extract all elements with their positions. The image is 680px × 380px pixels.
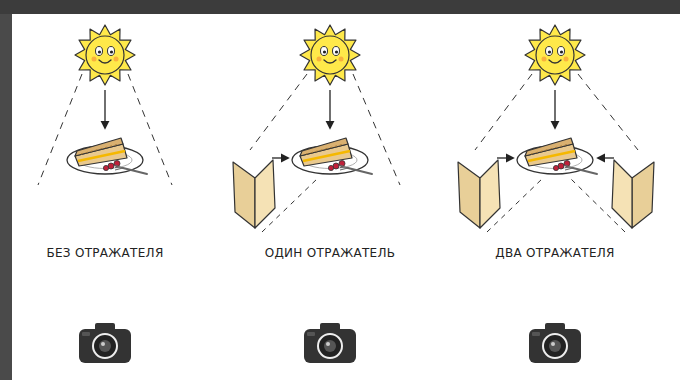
plate-with-cake xyxy=(67,138,147,174)
plate-with-cake xyxy=(292,138,372,174)
reflector xyxy=(458,160,500,228)
reflector xyxy=(233,160,275,228)
sun xyxy=(75,25,135,85)
camera-icon xyxy=(304,323,356,363)
reflector xyxy=(612,160,654,228)
camera-icon xyxy=(529,323,581,363)
panel-no-reflector xyxy=(38,25,172,363)
panel-caption: БЕЗ ОТРАЖАТЕЛЯ xyxy=(46,246,163,260)
panel-caption: ДВА ОТРАЖАТЕЛЯ xyxy=(495,246,614,260)
panel-caption: ОДИН ОТРАЖАТЕЛЬ xyxy=(265,246,396,260)
panel-one-reflector xyxy=(233,25,400,363)
top-band xyxy=(0,0,680,14)
camera-icon xyxy=(79,323,131,363)
sun xyxy=(300,25,360,85)
plate-with-cake xyxy=(517,138,597,174)
panel-two-reflectors xyxy=(458,25,654,363)
sun xyxy=(525,25,585,85)
panel-ground xyxy=(12,14,680,380)
